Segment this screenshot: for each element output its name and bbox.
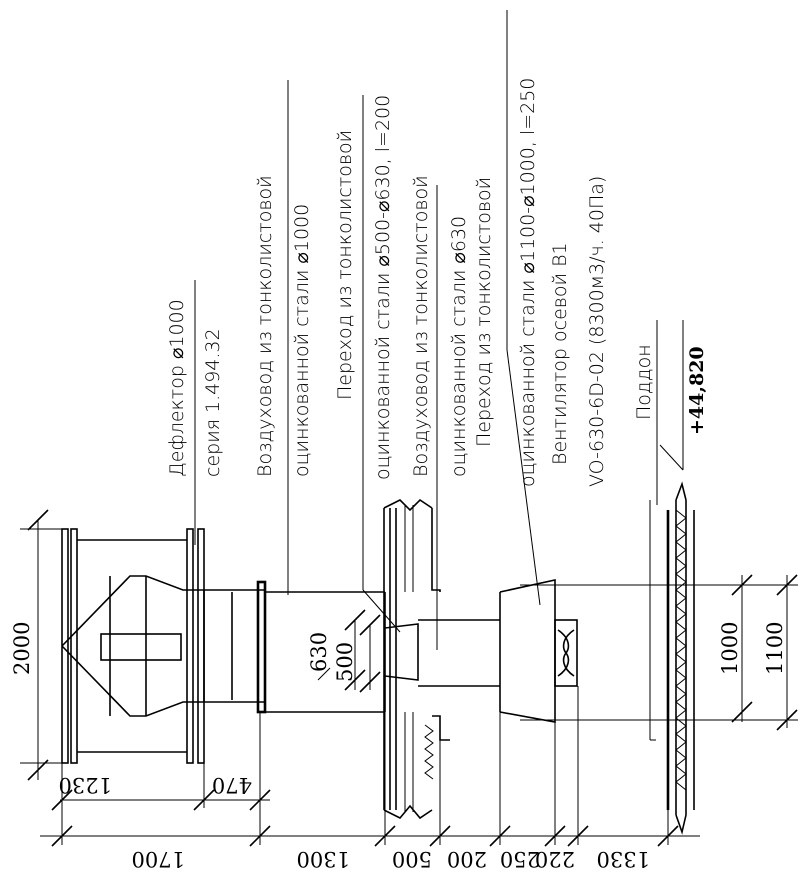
dimension-1330: 1330 bbox=[597, 847, 650, 871]
dimension-1230: 1230 bbox=[59, 773, 112, 797]
duct2-label-line1: Воздуховод из тонколистовой bbox=[410, 175, 432, 477]
pallet-label: Поддон bbox=[633, 344, 655, 420]
dimension-lines bbox=[20, 509, 798, 847]
roof-curb bbox=[383, 498, 450, 820]
dimension-500-bottom: 500 bbox=[392, 847, 432, 871]
dimension-630: 630 bbox=[307, 632, 331, 672]
fan-label-line1: Вентилятор осевой В1 bbox=[549, 242, 571, 465]
dimension-500-inner: 500 bbox=[333, 642, 357, 682]
leader-lines bbox=[194, 10, 684, 650]
dimension-1100: 1100 bbox=[763, 622, 787, 675]
dimension-2000: 2000 bbox=[10, 622, 34, 675]
dimension-200: 200 bbox=[447, 847, 487, 871]
deflector-shape bbox=[61, 528, 265, 764]
duct-630 bbox=[499, 579, 556, 723]
dimension-250: 250 bbox=[500, 847, 540, 871]
dimension-1300: 1300 bbox=[297, 847, 350, 871]
elevation-mark: +44,820 bbox=[686, 346, 708, 435]
duct1-label-line2: оцинкованной стали ⌀1000 bbox=[291, 204, 313, 477]
dimension-1000: 1000 bbox=[718, 622, 742, 675]
deflector-series-label: серия 1.494.32 bbox=[202, 328, 224, 477]
transition1-label-line1: Переход из тонколистовой bbox=[334, 130, 356, 400]
transition-500-630 bbox=[384, 592, 500, 712]
dimension-1700: 1700 bbox=[132, 847, 185, 871]
duct1-label-line1: Воздуховод из тонколистовой bbox=[254, 175, 276, 477]
deflector-label: Дефлектор ⌀1000 bbox=[166, 299, 188, 477]
duct2-label-line2: оцинкованной стали ⌀630 bbox=[448, 216, 470, 477]
transition2-label-line1: Переход из тонколистовой bbox=[473, 177, 495, 447]
transition1-label-line2: оцинкованной стали ⌀500-⌀630, l=200 bbox=[372, 95, 394, 480]
flange bbox=[256, 580, 267, 714]
dimension-470: 470 bbox=[212, 773, 252, 797]
fan-label-line2: VO-630-6D-02 (8300м3/ч. 40Па) bbox=[586, 176, 608, 487]
pallet bbox=[649, 481, 695, 835]
dimension-220: 220 bbox=[535, 847, 575, 871]
transition2-label-line2: оцинкованной стали ⌀1100-⌀1000, l=250 bbox=[517, 78, 539, 487]
axial-fan bbox=[520, 584, 798, 721]
